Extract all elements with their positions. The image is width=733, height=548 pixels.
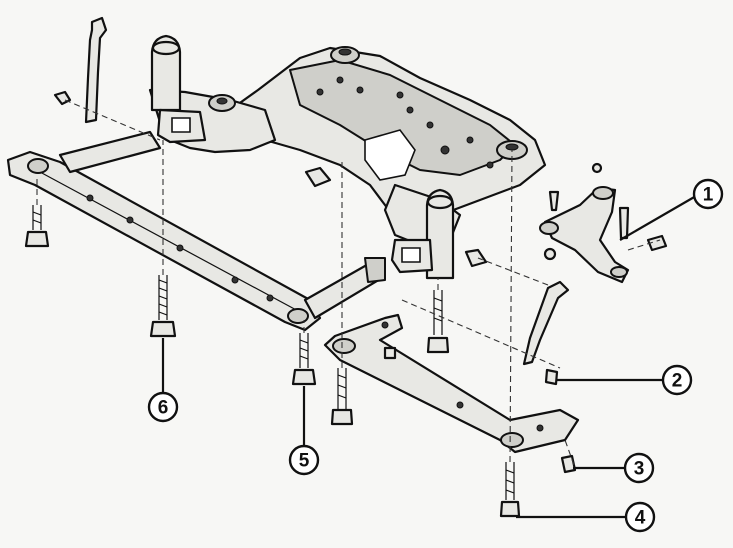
bolt-6-vertical <box>149 275 177 338</box>
callout-5: 5 <box>288 444 320 476</box>
top-left-bracket <box>84 16 108 124</box>
bolt-right-tower <box>426 290 450 354</box>
front-crossbar <box>6 130 386 332</box>
callout-1-label: 1 <box>703 185 714 206</box>
subframe-crossmember <box>148 34 547 280</box>
alignment-lines <box>36 99 661 466</box>
callout-3: 3 <box>623 452 655 484</box>
control-arm <box>539 186 630 284</box>
callout-1: 1 <box>692 178 724 210</box>
callout-3-label: 3 <box>634 459 645 480</box>
callout-6: 6 <box>147 391 179 423</box>
callout-6-label: 6 <box>158 398 169 419</box>
callout-4-label: 4 <box>635 508 646 529</box>
bolt-4-vertical <box>499 462 521 518</box>
callout-2-label: 2 <box>672 371 683 392</box>
callout-leaders <box>161 195 697 519</box>
callout-5-label: 5 <box>299 451 310 472</box>
callout-2: 2 <box>661 364 693 396</box>
right-bracket <box>522 280 570 366</box>
callout-4: 4 <box>624 501 656 533</box>
bolt-5-vertical <box>291 333 317 386</box>
bolt-rear-brace-left <box>330 368 354 426</box>
bolt-left-front <box>24 205 50 248</box>
